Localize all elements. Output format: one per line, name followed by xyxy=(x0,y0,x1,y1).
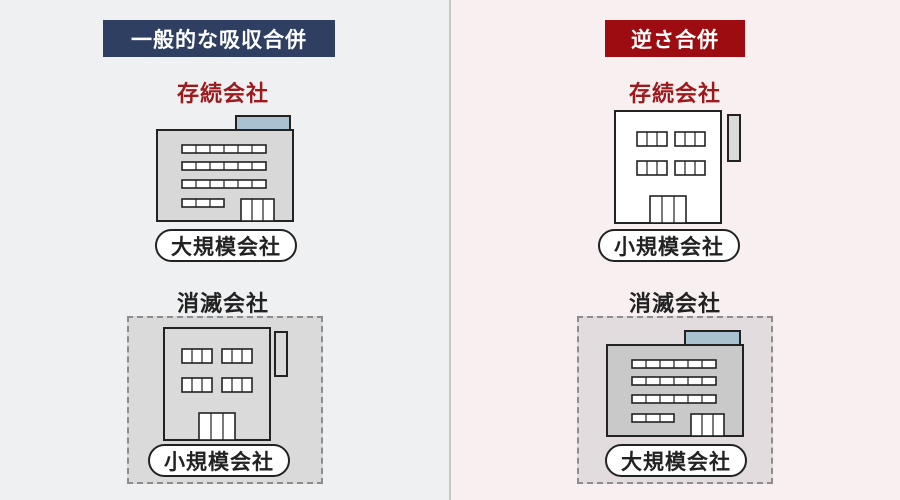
left-absorbed-label: 消滅会社 xyxy=(176,292,269,317)
left-small-company-pill: 小規模会社 xyxy=(148,444,290,477)
small-building-icon xyxy=(614,110,741,224)
right-header: 逆さ合併 xyxy=(605,20,745,57)
large-building-icon xyxy=(156,115,294,222)
right-surviving-label: 存続会社 xyxy=(628,82,721,107)
right-absorbed-label: 消滅会社 xyxy=(628,292,721,317)
right-small-company-pill: 小規模会社 xyxy=(598,229,740,262)
panel-divider xyxy=(449,0,451,500)
left-surviving-label: 存続会社 xyxy=(176,82,269,107)
left-large-company-pill: 大規模会社 xyxy=(155,229,297,262)
small-building-icon xyxy=(163,327,288,441)
left-header: 一般的な吸収合併 xyxy=(103,20,335,57)
large-building-icon xyxy=(606,330,744,437)
right-large-company-pill: 大規模会社 xyxy=(605,444,747,477)
